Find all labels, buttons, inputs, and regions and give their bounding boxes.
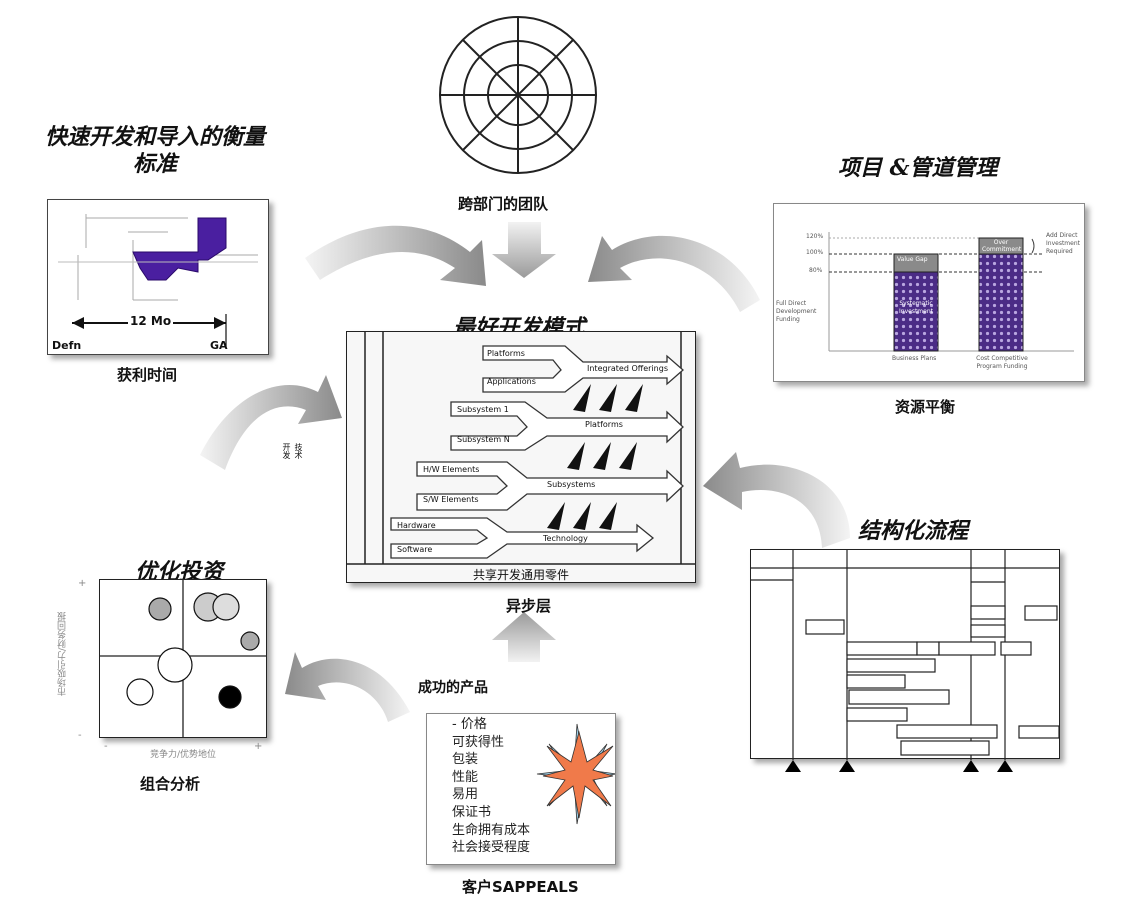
bbp-input-subsystem-n: Subsystem N xyxy=(457,435,510,444)
tick-80: 80% xyxy=(809,267,823,274)
bbp-input-applications: Applications xyxy=(487,377,536,386)
title-time-metric: 快速开发和导入的衡量标准 xyxy=(44,124,265,177)
bbp-input-software: Software xyxy=(397,545,433,554)
bbp-input-subsystem-1: Subsystem 1 xyxy=(457,405,509,414)
sappeals-item-performance: 性能 xyxy=(452,769,479,785)
bbp-output-platforms: Platforms xyxy=(585,420,623,429)
caption-cross-team: 跨部门的团队 xyxy=(458,195,549,213)
full-funding-caption: Full Direct Development Funding xyxy=(776,300,817,323)
arrow-from-project-mgmt xyxy=(588,235,760,312)
ttp-defn-label: Defn xyxy=(52,339,82,352)
arrow-from-structured xyxy=(703,452,850,548)
value-gap-label: Value Gap xyxy=(897,256,928,263)
bubble-4 xyxy=(240,631,260,651)
portfolio-y-axis-label: 市场吸引力/财务回报 xyxy=(58,611,68,697)
sappeals-item-packaging: 包装 xyxy=(452,752,479,768)
bar-full-funding xyxy=(978,253,1024,352)
bar-systematic xyxy=(893,271,939,352)
sappeals-item-social: 社会接受程度 xyxy=(452,840,531,856)
x-minus: - xyxy=(104,741,108,752)
caption-time-to-profit: 获利时间 xyxy=(117,366,178,384)
cross-team-wheel xyxy=(439,16,597,174)
caption-success-product: 成功的产品 xyxy=(418,680,488,696)
bbp-side-label-a: 开发 xyxy=(282,443,291,459)
portfolio-matrix xyxy=(99,579,267,738)
bbp-output-subsystems: Subsystems xyxy=(547,480,596,489)
ttp-ga-label: GA xyxy=(210,339,228,352)
arrow-up-from-product xyxy=(492,612,556,662)
x-label-cost-competitive: Cost Competitive Program Funding xyxy=(976,355,1028,370)
portfolio-x-axis-label: 竞争力/优势地位 xyxy=(150,750,217,760)
bbp-side-label-b: 技术 xyxy=(294,443,303,459)
bbp-output-technology: Technology xyxy=(543,534,588,543)
bubble-3 xyxy=(212,593,240,621)
caption-customer: 客户SAPPEALS xyxy=(462,878,579,896)
bbp-footer: 共享开发通用零件 xyxy=(472,568,569,582)
sappeals-item-life-cost: 生命拥有成本 xyxy=(452,822,531,838)
bbp-input-platforms: Platforms xyxy=(487,349,525,358)
caption-async-layer: 异步层 xyxy=(506,597,552,615)
y-plus: + xyxy=(78,578,87,589)
star-spider-icon xyxy=(536,723,615,825)
arrow-down-from-wheel xyxy=(492,222,556,278)
customer-needs-box: - 价格 可获得性 包装 性能 易用 保证书 生命拥有成本 社会接受程度 xyxy=(426,713,616,865)
time-to-profit-chart: 12 Mo Defn GA xyxy=(47,199,269,355)
bbp-output-offerings: Integrated Offerings xyxy=(587,364,668,373)
funnel-row-1 xyxy=(482,345,684,393)
sappeals-item-ease-of-use: 易用 xyxy=(452,787,479,803)
sappeals-item-assurances: 保证书 xyxy=(452,804,492,820)
y-minus: - xyxy=(78,730,82,741)
arrow-to-portfolio xyxy=(285,652,410,722)
bubble-1 xyxy=(148,597,172,621)
over-commitment-label: Over Commitment xyxy=(982,239,1022,253)
arrow-from-time-metric xyxy=(305,225,486,286)
ttp-span-label: 12 Mo xyxy=(128,314,174,328)
bbp-input-hw: H/W Elements xyxy=(423,465,480,474)
funnel-row-3 xyxy=(416,461,684,511)
x-plus: + xyxy=(254,741,263,752)
resource-balance-chart: 120% 100% 80% Full Direct Development Fu… xyxy=(773,203,1085,382)
structured-process-gantt xyxy=(750,549,1060,772)
bbp-input-hardware: Hardware xyxy=(397,521,436,530)
arrow-from-optimize xyxy=(200,375,342,470)
funnel-row-4 xyxy=(390,517,655,559)
caption-resource-balance: 资源平衡 xyxy=(895,398,956,416)
bubble-6 xyxy=(126,678,154,706)
sappeals-item-availability: 可获得性 xyxy=(452,734,505,750)
title-structured-process: 结构化流程 xyxy=(858,518,969,544)
caption-portfolio: 组合分析 xyxy=(140,775,201,793)
funnel-row-2 xyxy=(450,401,684,451)
bubble-5 xyxy=(157,647,193,683)
add-investment-caption: Add Direct Investment Required xyxy=(1046,232,1080,255)
best-practice-block: Platforms Applications Integrated Offeri… xyxy=(346,331,696,583)
cashflow-shape xyxy=(132,217,227,281)
x-label-business-plans: Business Plans xyxy=(892,355,937,362)
bbp-input-sw: S/W Elements xyxy=(423,495,479,504)
bubble-7 xyxy=(218,685,242,709)
tick-120: 120% xyxy=(806,233,824,240)
tick-100: 100% xyxy=(806,249,824,256)
title-project-pipeline: 项目 &管道管理 xyxy=(838,155,998,181)
systematic-label: Systematic Investment xyxy=(899,300,933,315)
sappeals-item-price: - 价格 xyxy=(452,717,487,732)
